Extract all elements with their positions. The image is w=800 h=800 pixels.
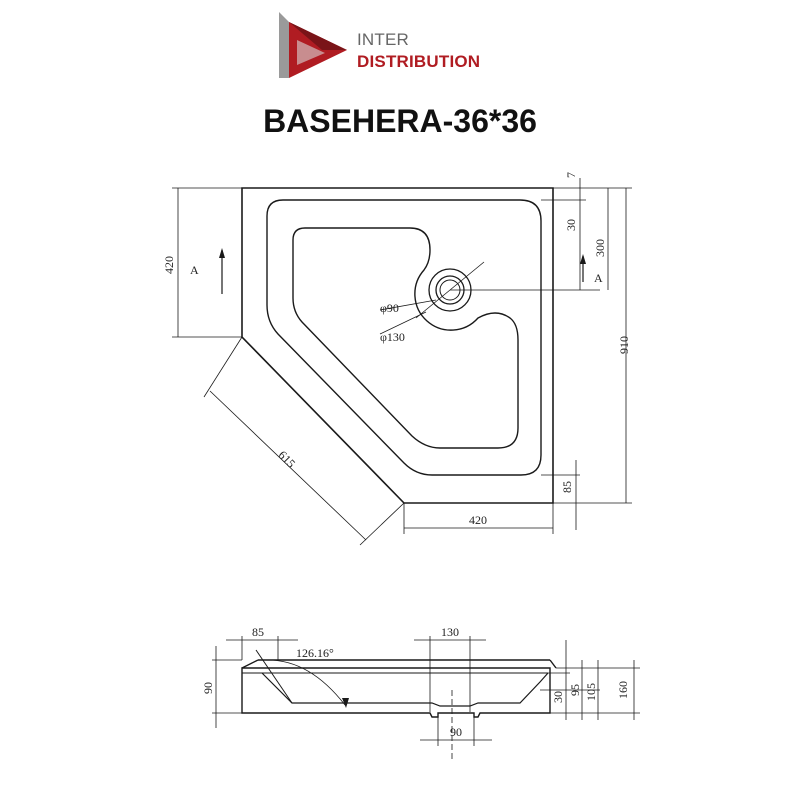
section-basin [261,672,549,707]
dim-drain-bottom: 90 [450,725,462,739]
dim-rim-width: 85 [252,625,264,639]
dim-drain-width: 130 [441,625,459,639]
brand-line2: DISTRIBUTION [357,52,481,71]
dim-bottom-width: 420 [469,513,487,527]
dim-depth-105: 105 [584,683,598,701]
dim-rim-30: 30 [551,691,565,703]
dim-total-160: 160 [616,681,630,699]
section-mark-left: A [190,263,199,277]
section-outline [241,667,551,718]
brand-logo: INTER DISTRIBUTION [277,10,517,80]
tray-basin [292,227,519,449]
product-title: BASEHERA-36*36 [263,103,537,139]
dim-top-small: 7 [564,172,578,178]
dim-left-height-section: 90 [201,682,215,694]
section-view: 85 126.16° 130 90 30 95 105 160 90 [201,625,640,760]
dim-drain-outer: φ130 [380,330,405,344]
dim-drain-offset: 300 [593,239,607,257]
dim-angle: 126.16° [296,646,334,660]
tray-rim [266,199,542,476]
dim-bottom-rim: 85 [560,481,574,493]
dim-drain-inner: φ90 [380,301,399,315]
dim-overall-height: 910 [617,336,631,354]
dim-top-rim: 30 [564,219,578,231]
dim-diagonal: 615 [276,448,299,471]
angle-arc [267,659,346,706]
plan-view: 420 A 910 7 30 300 A 85 420 615 [162,172,632,546]
brand-line1: INTER [357,30,409,49]
dim-depth-95: 95 [568,684,582,696]
section-mark-right: A [594,271,603,285]
dim-left-height: 420 [162,256,176,274]
tray-outline [241,187,554,504]
brand-mark-icon [279,12,347,78]
